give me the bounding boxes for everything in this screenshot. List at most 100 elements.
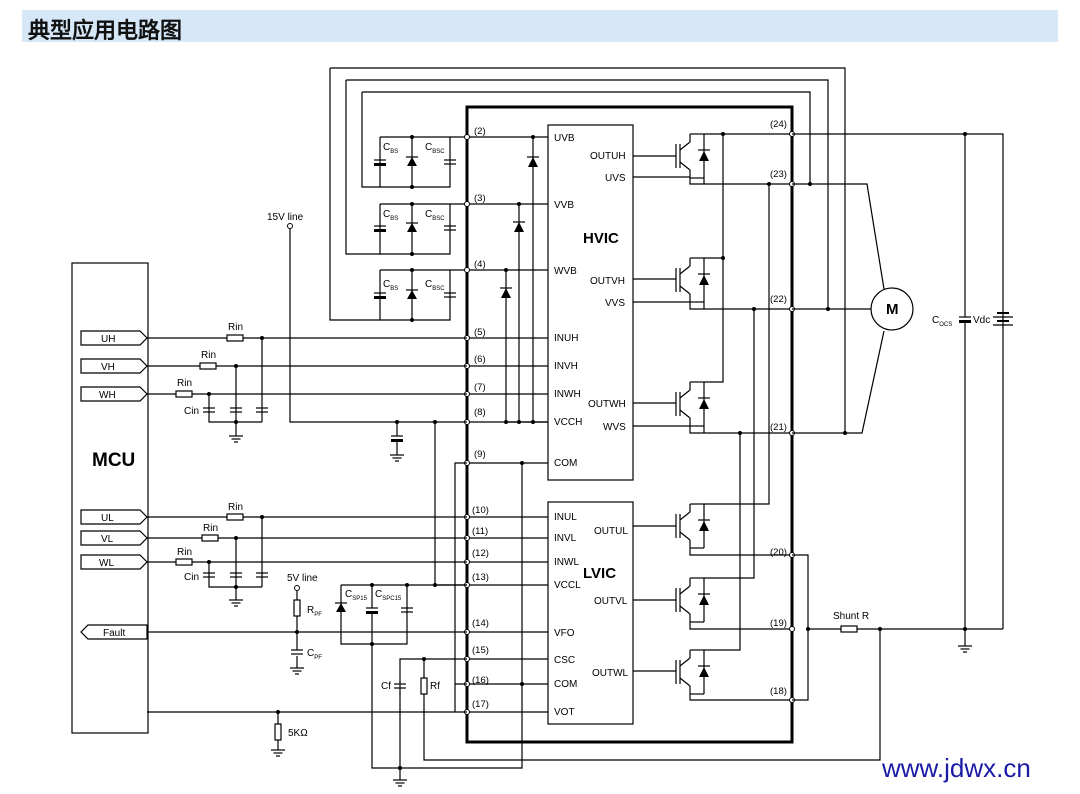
hvic-box <box>547 124 634 481</box>
hvic-pin-inwh: INWH <box>554 389 581 400</box>
svg-text:(22): (22) <box>770 294 787 305</box>
hvic-pin-invh: INVH <box>554 361 578 372</box>
svg-text:(3): (3) <box>474 193 486 204</box>
svg-text:(16): (16) <box>472 675 489 686</box>
svg-text:5KΩ: 5KΩ <box>288 728 308 739</box>
svg-text:(23): (23) <box>770 169 787 180</box>
svg-text:(7): (7) <box>474 382 486 393</box>
svg-text:(18): (18) <box>770 686 787 697</box>
lvic-pin-outwl: OUTWL <box>592 668 629 679</box>
svg-text:(19): (19) <box>770 618 787 629</box>
watermark: www.jdwx.cn <box>881 753 1031 783</box>
svg-text:CPF: CPF <box>307 648 322 661</box>
right-pin-terminals: (24) (23) (22) (21) (20) (19) (18) <box>770 119 795 703</box>
motor <box>870 287 914 331</box>
svg-text:Rin: Rin <box>228 502 243 513</box>
hvic-pin-uvb: UVB <box>554 133 575 144</box>
lvic-pin-inwl: INWL <box>554 557 579 568</box>
svg-text:Cin: Cin <box>184 406 199 417</box>
svg-text:(13): (13) <box>472 572 489 583</box>
hvic-pin-outwh: OUTWH <box>588 399 626 410</box>
svg-text:Rin: Rin <box>203 523 218 534</box>
svg-text:Shunt R: Shunt R <box>833 611 869 622</box>
lvic-pin-vccl: VCCL <box>554 580 581 591</box>
lvic-label: LVIC <box>583 565 616 582</box>
svg-text:Fault: Fault <box>103 628 125 639</box>
svg-text:COCS: COCS <box>932 315 952 328</box>
svg-text:CSP15: CSP15 <box>345 589 368 602</box>
lvic-pin-csc: CSC <box>554 655 575 666</box>
svg-text:Rin: Rin <box>177 547 192 558</box>
bootstrap-cap-group-w: CBS CBSC <box>373 268 467 322</box>
lvic-pin-vfo: VFO <box>554 628 575 639</box>
hvic-pin-vvb: VVB <box>554 200 574 211</box>
svg-text:Rin: Rin <box>177 378 192 389</box>
svg-text:5V line: 5V line <box>287 573 318 584</box>
svg-text:CBSC: CBSC <box>425 142 445 155</box>
svg-text:VL: VL <box>101 534 114 545</box>
svg-text:(11): (11) <box>472 526 488 537</box>
hvic-pin-wvs: WVS <box>603 422 626 433</box>
bootstrap-cap-group-u: CBS CBSC <box>373 135 467 189</box>
loop-wire-outer-left <box>329 68 380 321</box>
svg-text:Cf: Cf <box>381 681 391 692</box>
svg-text:CBS: CBS <box>383 279 398 292</box>
svg-text:(15): (15) <box>472 645 489 656</box>
svg-text:(9): (9) <box>474 449 486 460</box>
csc-filter: Cf Rf <box>371 461 881 787</box>
igbt-stage <box>633 132 792 701</box>
svg-text:Rf: Rf <box>430 681 440 692</box>
control-supply-caps: CSP15 CSPC15 <box>335 583 467 646</box>
ls-input-network: Rin Rin Rin Cin <box>147 502 467 607</box>
svg-text:M: M <box>886 301 899 318</box>
svg-text:Rin: Rin <box>228 322 243 333</box>
svg-text:(10): (10) <box>472 505 489 516</box>
svg-text:(4): (4) <box>474 259 486 270</box>
svg-text:UH: UH <box>101 334 115 345</box>
svg-text:15V line: 15V line <box>267 212 304 223</box>
svg-text:WH: WH <box>99 390 116 401</box>
loop-wire-middle <box>346 79 829 308</box>
loop-wire-middle-left <box>345 80 380 255</box>
svg-text:(8): (8) <box>474 407 486 418</box>
svg-text:Vdc: Vdc <box>973 315 990 326</box>
hvic-pin-uvs: UVS <box>605 173 626 184</box>
lvic-box <box>547 501 634 725</box>
lvic-pin-vot: VOT <box>554 707 575 718</box>
svg-text:(21): (21) <box>770 422 787 433</box>
hvic-pin-com: COM <box>554 458 577 469</box>
mcu-signal-tags: UH VH WH UL VL WL Fault <box>80 330 148 640</box>
bootstrap-cap-group-v: CBS CBSC <box>373 202 467 256</box>
svg-text:(17): (17) <box>472 699 489 710</box>
svg-text:(20): (20) <box>770 547 787 558</box>
svg-text:RPF: RPF <box>307 605 322 618</box>
vot-circuit: 5KΩ <box>147 710 467 757</box>
svg-text:UL: UL <box>101 513 114 524</box>
hvic-pin-vcch: VCCH <box>554 417 582 428</box>
svg-text:CBS: CBS <box>383 142 398 155</box>
svg-text:(14): (14) <box>472 618 489 629</box>
svg-text:CSPC15: CSPC15 <box>375 589 402 602</box>
page-title: 典型应用电路图 <box>28 19 183 44</box>
lvic-pin-outvl: OUTVL <box>594 596 628 607</box>
fault-circuit: 5V line RPF CPF <box>147 573 467 675</box>
loop-wire-inner <box>362 91 811 184</box>
svg-text:CBSC: CBSC <box>425 279 445 292</box>
internal-bootstrap-diodes <box>467 135 548 422</box>
svg-text:WL: WL <box>99 558 114 569</box>
lvic-pin-inul: INUL <box>554 512 577 523</box>
15v-line: 15V line <box>267 212 548 712</box>
loop-wire-outer <box>330 67 846 433</box>
hvic-pin-outvh: OUTVH <box>590 276 625 287</box>
lvic-pin-outul: OUTUL <box>594 526 628 537</box>
svg-text:(24): (24) <box>770 119 787 130</box>
svg-text:CBSC: CBSC <box>425 209 445 222</box>
svg-text:CBS: CBS <box>383 209 398 222</box>
hvic-pin-vvs: VVS <box>605 298 625 309</box>
lvic-pin-invl: INVL <box>554 533 577 544</box>
svg-text:(6): (6) <box>474 354 486 365</box>
hs-input-network: Rin Rin Rin Cin <box>147 322 467 443</box>
title-bar: 典型应用电路图 <box>22 10 1058 44</box>
svg-text:Cin: Cin <box>184 572 199 583</box>
